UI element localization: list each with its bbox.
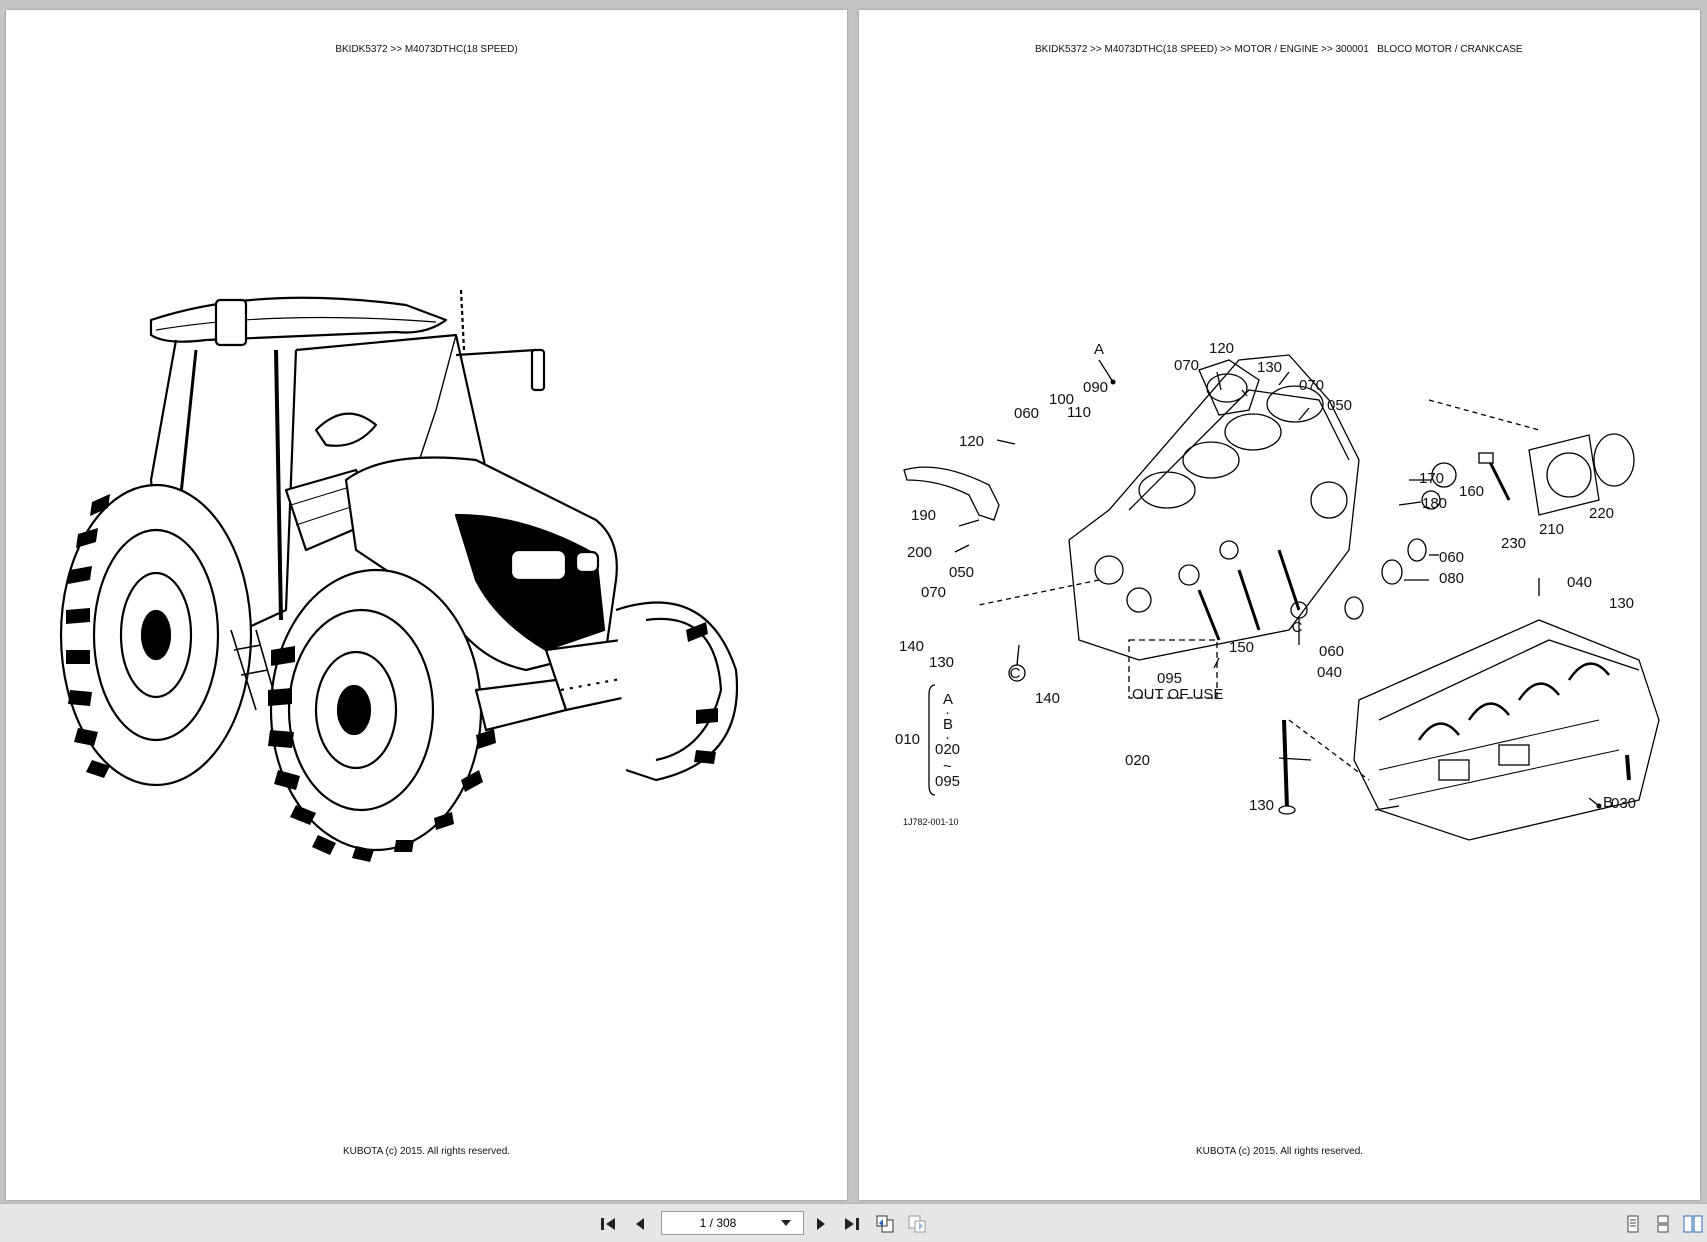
callout-dot-1: ·: [945, 704, 950, 721]
callout-B-legend: B: [943, 716, 953, 733]
single-page-view-button[interactable]: [1622, 1213, 1644, 1235]
continuous-view-icon: [1657, 1215, 1669, 1233]
left-page-footer: KUBOTA (c) 2015. All rights reserved.: [342, 1146, 511, 1157]
callout-120-left: 120: [959, 433, 984, 450]
previous-page-icon: [636, 1218, 644, 1230]
page-number-input[interactable]: [662, 1216, 774, 1230]
next-page-button[interactable]: [810, 1213, 832, 1235]
callout-130-top: 130: [1257, 359, 1282, 376]
callout-200: 200: [907, 544, 932, 561]
single-page-view-icon: [1627, 1215, 1639, 1233]
callout-060-low: 060: [1319, 643, 1344, 660]
callout-020: 020: [1125, 752, 1150, 769]
callout-040-mid: 040: [1317, 664, 1342, 681]
callout-120-top: 120: [1209, 340, 1234, 357]
callout-140-left: 140: [899, 638, 924, 655]
page-dropdown-button[interactable]: [774, 1212, 798, 1234]
last-page-icon: [845, 1218, 859, 1230]
go-forward-view-button[interactable]: [906, 1213, 928, 1235]
callout-180: 180: [1422, 495, 1447, 512]
previous-page-button[interactable]: [629, 1213, 651, 1235]
first-page-icon: [601, 1218, 615, 1230]
callout-050-left: 050: [949, 564, 974, 581]
page-number-box[interactable]: [661, 1211, 804, 1235]
facing-pages-view-button[interactable]: [1682, 1213, 1704, 1235]
callout-A-legend: A: [943, 691, 953, 708]
callout-030: 030: [1611, 795, 1636, 812]
callout-070-right: 070: [1299, 377, 1324, 394]
callout-A: A: [1094, 341, 1104, 358]
callout-130-bottom: 130: [1249, 797, 1274, 814]
callout-110: 110: [1067, 404, 1091, 421]
left-page: BKIDK5372 >> M4073DTHC(18 SPEED): [6, 10, 847, 1200]
callout-070-left: 070: [921, 584, 946, 601]
callout-190: 190: [911, 507, 936, 524]
callout-100: 100: [1049, 391, 1074, 408]
diagram-code: 1J782-001-10: [903, 817, 959, 827]
callout-060-top: 060: [1014, 405, 1039, 422]
last-page-button[interactable]: [841, 1213, 863, 1235]
tractor-illustration: [59, 289, 739, 862]
right-page-header: BKIDK5372 >> M4073DTHC(18 SPEED) >> MOTO…: [1035, 44, 1523, 55]
callout-060-right: 060: [1439, 549, 1464, 566]
callout-050-top: 050: [1327, 397, 1352, 414]
next-page-icon: [817, 1218, 825, 1230]
out-of-use-label: OUT OF USE: [1132, 686, 1223, 703]
callout-080: 080: [1439, 570, 1464, 587]
callout-010: 010: [895, 731, 920, 748]
callout-095: 095: [1157, 670, 1182, 687]
callout-B: B: [1603, 794, 1613, 811]
callout-230: 230: [1501, 535, 1526, 552]
callout-070-top: 070: [1174, 357, 1199, 374]
callout-210: 210: [1539, 521, 1564, 538]
callout-150: 150: [1229, 639, 1254, 656]
callout-C-left: C: [1010, 665, 1021, 682]
right-page: BKIDK5372 >> M4073DTHC(18 SPEED) >> MOTO…: [859, 10, 1700, 1200]
first-page-button[interactable]: [597, 1213, 619, 1235]
callout-090: 090: [1083, 379, 1108, 396]
callout-C-right: C: [1292, 619, 1303, 636]
go-back-view-icon: [876, 1215, 894, 1233]
callout-130-left: 130: [929, 654, 954, 671]
callout-dot-2: ·: [945, 729, 950, 746]
crankcase-exploded-diagram: A 120 070 130 070 050 090 100 060 110 12…: [895, 340, 1660, 841]
callout-095-legend: 095: [935, 773, 960, 790]
callout-tilde: ~: [943, 758, 952, 775]
left-page-header: BKIDK5372 >> M4073DTHC(18 SPEED): [335, 44, 518, 55]
right-page-footer: KUBOTA (c) 2015. All rights reserved.: [1195, 1146, 1364, 1157]
go-forward-view-icon: [908, 1215, 926, 1233]
callout-220: 220: [1589, 505, 1614, 522]
continuous-view-button[interactable]: [1652, 1213, 1674, 1235]
facing-pages-view-icon: [1683, 1215, 1703, 1233]
callout-160: 160: [1459, 483, 1484, 500]
viewer-toolbar: [0, 1203, 1707, 1242]
callout-040-right: 040: [1567, 574, 1592, 591]
callout-020-legend: 020: [935, 741, 960, 758]
callout-140-mid: 140: [1035, 690, 1060, 707]
callout-130-right: 130: [1609, 595, 1634, 612]
callout-170: 170: [1419, 470, 1444, 487]
go-back-view-button[interactable]: [874, 1213, 896, 1235]
chevron-down-icon: [781, 1220, 791, 1226]
